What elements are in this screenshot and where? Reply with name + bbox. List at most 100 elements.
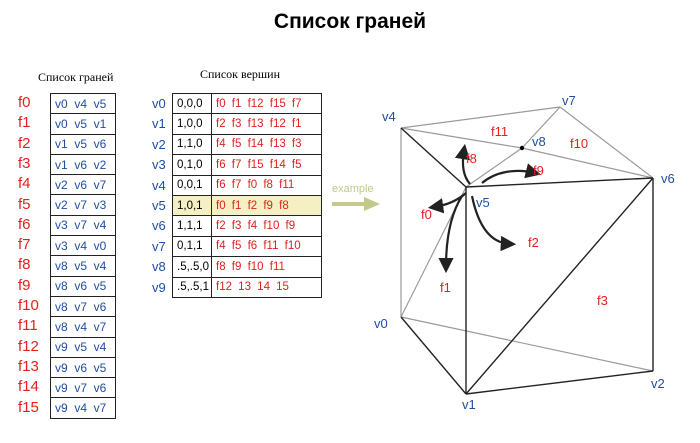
vertex-faces-cell: f2 f3 f4 f10 f9 [211, 215, 322, 237]
vertex-faces-cell: f4 f5 f6 f11 f10 [211, 236, 322, 258]
face-vertices-cell: v2 v6 v7 [50, 174, 116, 196]
vertex-label-v5: v5 [152, 198, 166, 213]
face-label-f12: f12 [18, 337, 39, 355]
face-label-f10: f10 [18, 297, 39, 314]
vertex-faces-cell: f2 f3 f13 f12 f1 [211, 113, 322, 135]
table-row: v1 v6 v2 [50, 154, 116, 176]
table-row: v1 v5 v6 [50, 134, 116, 155]
table-row: v9 v4 v7 [50, 397, 116, 419]
vertex-coord-cell: 1,1,0 [172, 134, 212, 156]
face-label-f11: f11 [18, 317, 38, 335]
face-vertices-cell: v0 v4 v5 [50, 93, 116, 115]
diagram-label-f1: f1 [440, 280, 451, 295]
face-label-f2: f2 [18, 134, 31, 152]
vertex-coord-cell: 1,0,1 [172, 195, 212, 217]
diagram-label-v4: v4 [382, 109, 396, 124]
face-label-f15: f15 [18, 398, 39, 416]
face-label-f9: f9 [18, 276, 31, 294]
vertex-label-v0: v0 [152, 96, 166, 111]
diagram-label-f11: f11 [491, 124, 508, 139]
face-vertices-cell: v1 v6 v2 [50, 154, 116, 176]
example-label: example [332, 183, 374, 195]
page-title: Список граней [273, 10, 427, 33]
vertices-list-caption: Список вершин [200, 67, 281, 81]
diagram-label-f2: f2 [528, 235, 539, 250]
diagram-label-f8: f8 [466, 151, 477, 166]
arrow-f2 [470, 195, 517, 252]
face-label-f1: f1 [18, 114, 31, 132]
diagram-label-f9: f9 [533, 163, 544, 178]
vertex-faces-cell: f4 f5 f14 f13 f3 [211, 134, 322, 156]
vertex-faces-cell: f8 f9 f10 f11 [211, 256, 322, 278]
vertex-label-v6: v6 [152, 218, 166, 234]
diagram-label-v5: v5 [476, 195, 490, 210]
diagram-label-v1: v1 [462, 397, 476, 412]
vertex-coord-cell: 0,0,1 [172, 175, 212, 196]
diagram-label-v8: v8 [532, 134, 546, 149]
face-vertices-cell: v8 v7 v6 [50, 296, 116, 318]
face-vertices-cell: v2 v7 v3 [50, 194, 116, 216]
vertex-faces-cell: f6 f7 f0 f8 f11 [211, 175, 322, 196]
vertex-label-v3: v3 [152, 157, 166, 173]
table-row: v2 v6 v7 [50, 174, 116, 196]
vertex-coord-cell: 0,1,0 [172, 154, 212, 176]
cube-hidden-edges [400, 106, 654, 372]
vertex-label-v9: v9 [152, 279, 166, 295]
diagram-label-f10: f10 [570, 136, 588, 151]
face-vertices-cell: v9 v5 v4 [50, 337, 116, 358]
face-vertices-cell: v3 v4 v0 [50, 235, 116, 257]
faces-list-caption: Список граней [38, 70, 114, 84]
table-row: v9 v5 v4 [50, 337, 116, 358]
face-vertices-cell: v8 v6 v5 [50, 276, 116, 297]
arrow-f8 [454, 143, 471, 185]
vertex-faces-cell: f6 f7 f15 f14 f5 [211, 154, 322, 176]
table-row: v8 v6 v5 [50, 276, 116, 297]
vertex-label-v8: v8 [152, 259, 166, 275]
face-label-f3: f3 [18, 154, 31, 172]
vertex-coord-cell: 0,0,0 [172, 93, 212, 115]
diagram-label-v2: v2 [651, 376, 665, 391]
table-row: v9 v7 v6 [50, 377, 116, 399]
table-row: v8 v7 v6 [50, 296, 116, 318]
diagram-label-v7: v7 [562, 93, 576, 108]
diagram-label-v0: v0 [374, 316, 388, 331]
table-row: v9 v6 v5 [50, 357, 116, 379]
face-label-f7: f7 [18, 236, 31, 254]
example-arrow [332, 197, 380, 211]
v8-point [519, 145, 525, 151]
face-vertices-cell: v9 v7 v6 [50, 377, 116, 399]
face-label-f0: f0 [18, 94, 31, 111]
vertex-coord-cell: 1,0,0 [172, 113, 212, 135]
diagram-label-v6: v6 [661, 171, 675, 186]
table-row: v3 v4 v0 [50, 235, 116, 257]
table-row: v0 v5 v1 [50, 113, 116, 135]
face-vertices-cell: v8 v4 v7 [50, 316, 116, 338]
cube-front-edges [400, 127, 654, 395]
table-row: v0 v4 v5 [50, 93, 116, 115]
face-label-f8: f8 [18, 256, 31, 274]
vertex-coord-cell: 1,1,1 [172, 215, 212, 237]
vertex-label-v7: v7 [152, 238, 166, 254]
vertex-faces-cell: f0 f1 f12 f15 f7 [211, 93, 322, 115]
vertex-coord-cell: .5,.5,0 [172, 256, 212, 278]
face-vertices-cell: v9 v4 v7 [50, 397, 116, 419]
arrow-f9 [481, 163, 541, 184]
diagram-label-f3: f3 [597, 293, 608, 308]
face-vertices-cell: v8 v5 v4 [50, 255, 116, 277]
table-row: v3 v7 v4 [50, 215, 116, 237]
table-row: v8 v5 v4 [50, 255, 116, 277]
vertex-label-v4: v4 [152, 177, 166, 193]
vertex-faces-cell: f0 f1 f2 f9 f8 [211, 195, 322, 217]
